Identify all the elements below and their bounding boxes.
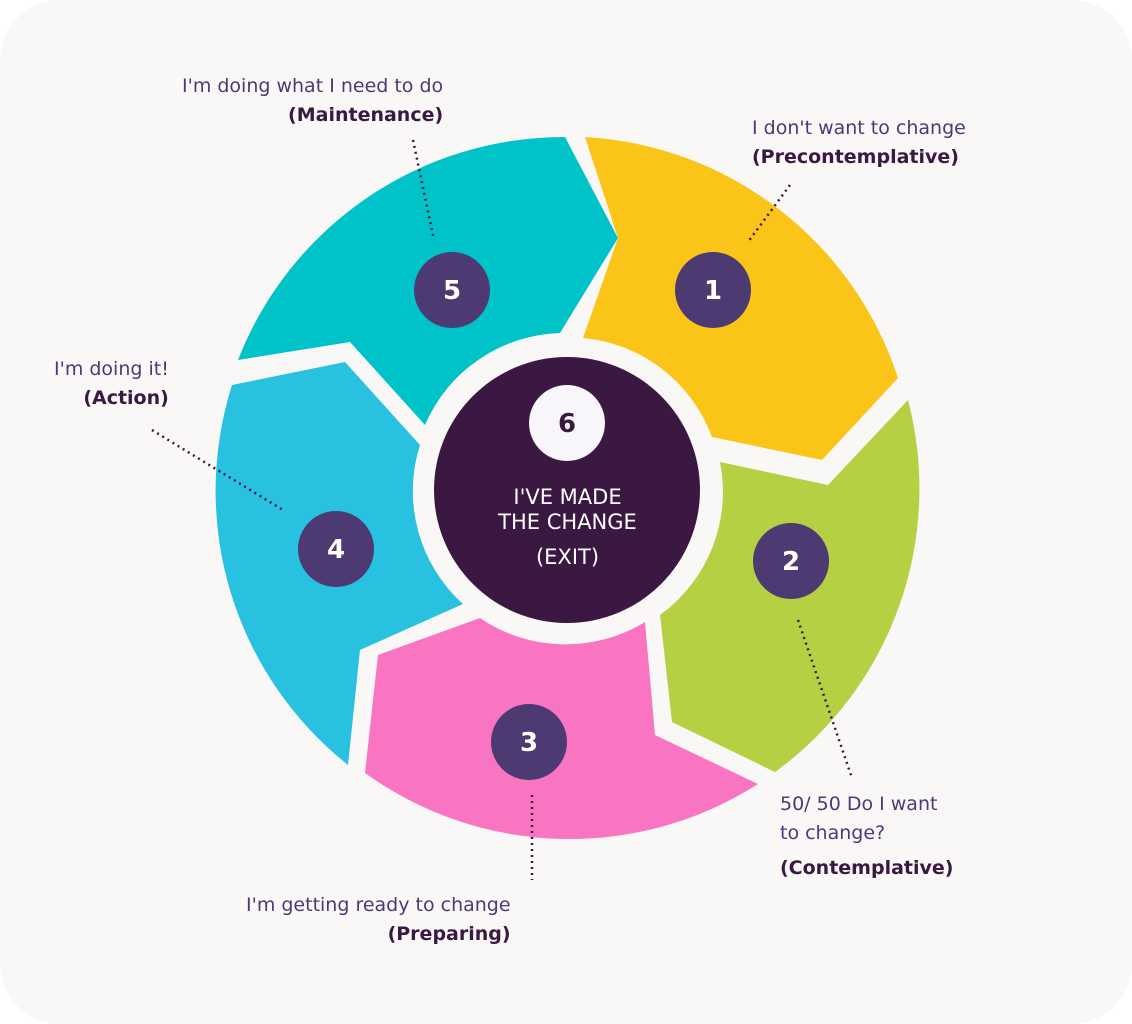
label-stage-name: (Action) — [83, 387, 169, 409]
badge-5 — [414, 252, 490, 328]
badge-6 — [529, 385, 605, 461]
badge-number-6: 6 — [558, 409, 576, 439]
leader-line-5 — [411, 139, 436, 241]
label-precontemplative: I don't want to change (Precontemplative… — [752, 114, 966, 172]
badge-number-3: 3 — [520, 728, 538, 758]
label-text-line-1: 50/ 50 Do I want — [780, 793, 938, 815]
label-stage-name: (Contemplative) — [780, 857, 954, 879]
center-exit-circle — [434, 357, 700, 623]
badge-number-5: 5 — [443, 276, 461, 306]
label-text: I don't want to change — [752, 117, 966, 139]
label-text: I'm doing what I need to do — [182, 75, 444, 97]
label-stage-name: (Maintenance) — [288, 104, 444, 126]
leader-line-2 — [796, 619, 854, 779]
center-line-1: I'VE MADE — [513, 485, 622, 509]
badge-number-1: 1 — [704, 276, 722, 306]
badge-2 — [753, 523, 829, 599]
label-contemplative: 50/ 50 Do I want to change? (Contemplati… — [780, 790, 953, 883]
badge-3 — [491, 704, 567, 780]
center-label: I'VE MADE THE CHANGE (EXIT) — [435, 485, 700, 570]
label-stage-name: (Preparing) — [387, 923, 511, 945]
label-text: I'm doing it! — [54, 358, 169, 380]
label-text-line-2: to change? — [780, 822, 886, 844]
badge-1 — [675, 252, 751, 328]
badge-4 — [298, 511, 374, 587]
center-line-2: THE CHANGE — [498, 510, 637, 534]
center-exit: (EXIT) — [535, 545, 600, 569]
badge-number-4: 4 — [327, 535, 345, 565]
leader-lines — [151, 139, 854, 880]
label-preparing: I'm getting ready to change (Preparing) — [246, 891, 511, 949]
leader-line-4 — [151, 428, 284, 512]
label-text: I'm getting ready to change — [246, 894, 511, 916]
label-stage-name: (Precontemplative) — [752, 146, 959, 168]
label-maintenance: I'm doing what I need to do (Maintenance… — [182, 72, 443, 130]
label-action: I'm doing it! (Action) — [54, 355, 169, 413]
badge-number-2: 2 — [782, 547, 800, 577]
